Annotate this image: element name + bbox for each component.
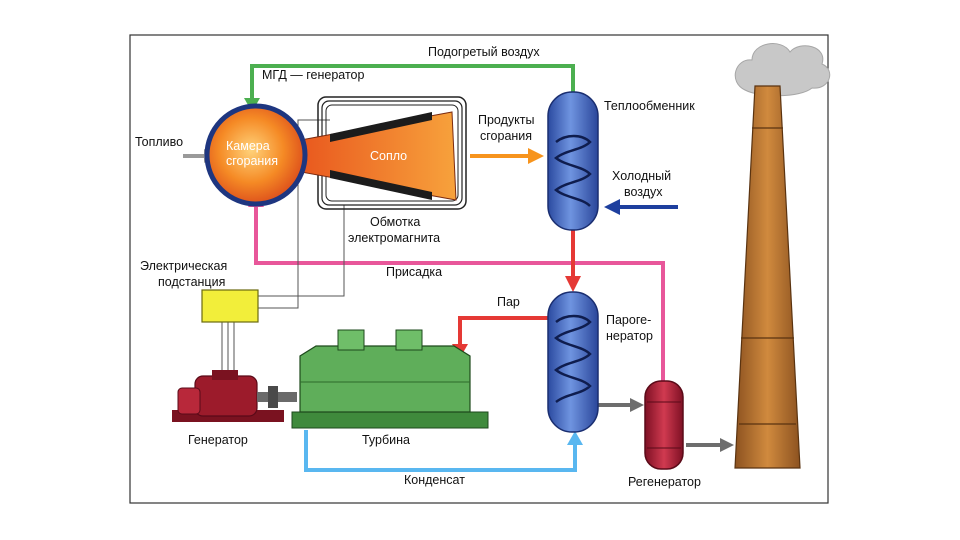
turbine-base [291, 411, 489, 429]
exhaust-arrowhead-2 [720, 438, 734, 452]
regenerator-body [644, 380, 684, 470]
turbine [291, 329, 489, 429]
electrical-substation [201, 289, 259, 323]
turbine-label: Турбина [362, 433, 410, 447]
condensate-line [304, 430, 577, 472]
turbine-cylinder-1 [337, 329, 365, 351]
steam-generator-label-1: Пароге- [606, 313, 651, 327]
regenerator-label: Регенератор [628, 475, 701, 489]
heated-air-label: Подогретый воздух [428, 45, 540, 59]
heat-exchanger-body [547, 91, 599, 231]
generator [172, 370, 297, 422]
winding-label-2: электромагнита [348, 231, 440, 245]
combustion-products-label-1: Продукты [478, 113, 534, 127]
steam-line [458, 316, 548, 346]
nozzle-label: Сопло [370, 149, 407, 163]
exhaust-arrowhead-1 [630, 398, 644, 412]
generator-terminal [212, 370, 238, 380]
chamber-label-1: Камера [226, 139, 270, 153]
additive-label: Присадка [386, 265, 442, 279]
heated-air-line [250, 64, 575, 103]
gas-flow-arrowhead [565, 276, 581, 292]
steam-label: Пар [497, 295, 520, 309]
steam-generator [547, 291, 599, 433]
shaft-coupling [268, 386, 278, 408]
cold-air-label-1: Холодный [612, 169, 671, 183]
generator-label: Генератор [188, 433, 248, 447]
electrode-bottom [330, 170, 432, 200]
smoke [734, 43, 831, 97]
combustion-chamber [204, 103, 308, 207]
heat-exchanger-coil [553, 134, 592, 207]
substation-label-2: подстанция [158, 275, 225, 289]
heat-exchanger [547, 91, 599, 231]
turbine-cylinder-2 [395, 329, 423, 351]
winding-wire-1 [258, 119, 330, 309]
generator-end [177, 387, 201, 415]
winding-wire-2 [258, 205, 345, 297]
cold-air-label-2: воздух [624, 185, 663, 199]
mhd-generator-label: МГД — генератор [262, 68, 365, 82]
steam-generator-coil [553, 314, 592, 404]
generator-body [194, 375, 258, 417]
electrode-top [330, 112, 432, 142]
steam-generator-label-2: нератор [606, 329, 653, 343]
chimney-body [734, 85, 801, 469]
winding-label-1: Обмотка [370, 215, 420, 229]
condensate-label: Конденсат [404, 473, 465, 487]
chimney [734, 43, 831, 469]
combustion-products-arrowhead [528, 148, 544, 164]
turbine-casing [299, 345, 471, 413]
heat-exchanger-label: Теплообменник [604, 99, 695, 113]
regenerator [644, 380, 684, 470]
additive-line [254, 205, 665, 385]
condensate-arrowhead [567, 431, 583, 445]
chamber-label-2: сгорания [226, 154, 278, 168]
substation-label-1: Электрическая [140, 259, 227, 273]
fuel-label: Топливо [135, 135, 183, 149]
combustion-products-label-2: сгорания [480, 129, 532, 143]
cold-air-arrowhead [604, 199, 620, 215]
